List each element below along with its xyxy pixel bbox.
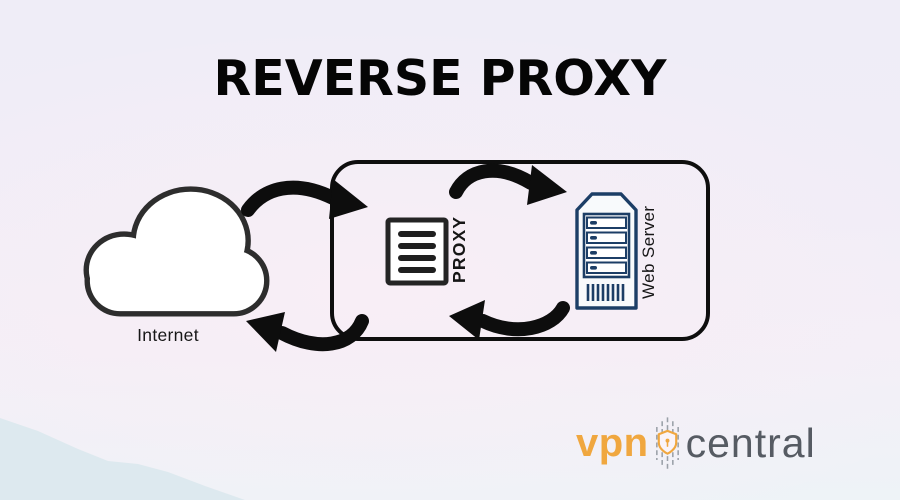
- proxy-boundary-box: [330, 160, 710, 341]
- web-server-label: Web Server: [639, 205, 658, 299]
- logo-central-text: central: [685, 419, 816, 466]
- shield-keyhole-icon: [655, 416, 679, 470]
- proxy-label: PROXY: [449, 215, 469, 283]
- internet-label: Internet: [137, 325, 199, 345]
- proxy-list-icon: [385, 217, 449, 286]
- logo-vpn-text: vpn: [576, 420, 649, 465]
- vpncentral-logo: vpn central: [576, 414, 816, 472]
- internet-cloud-icon: [83, 186, 270, 317]
- page-title: REVERSE PROXY: [213, 50, 667, 107]
- web-server-rack-icon: [575, 192, 638, 310]
